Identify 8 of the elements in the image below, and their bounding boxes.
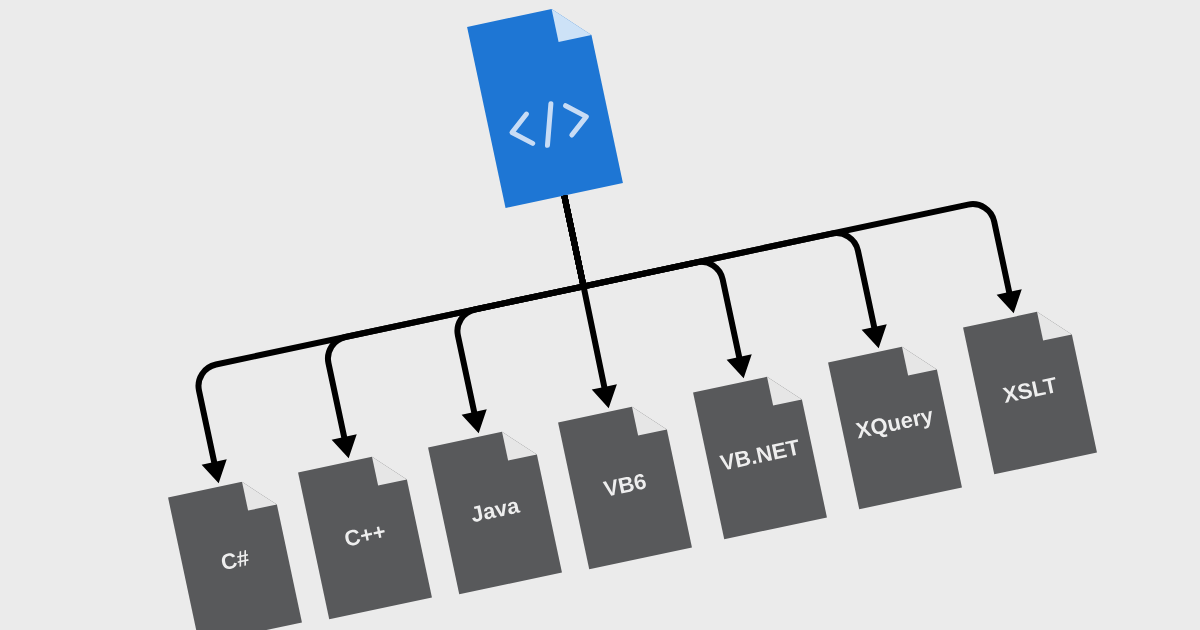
document-box: VB6 bbox=[558, 406, 692, 570]
document-box: VB.NET bbox=[693, 376, 827, 540]
document-box: XQuery bbox=[828, 346, 962, 510]
document-box: C# bbox=[168, 481, 302, 630]
document-box: XSLT bbox=[963, 311, 1097, 475]
file-icon bbox=[467, 9, 623, 208]
document-box: Java bbox=[428, 431, 562, 595]
document-box: C++ bbox=[298, 456, 432, 620]
